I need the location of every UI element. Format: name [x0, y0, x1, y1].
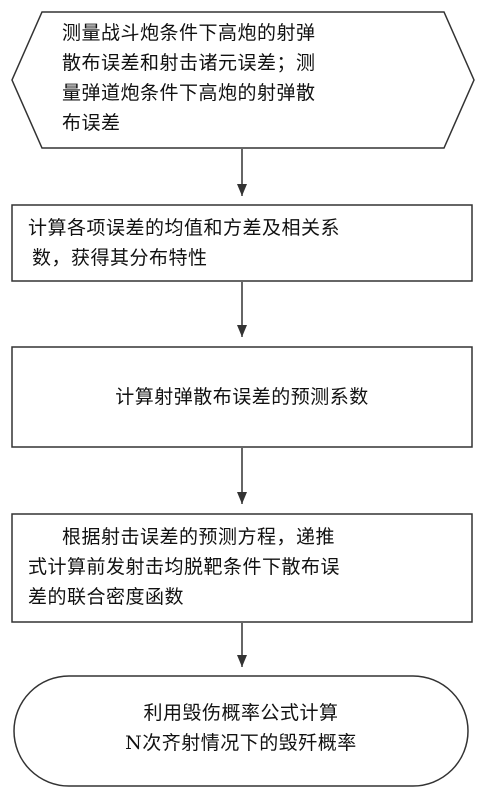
- step-4-line-2: 式计算前发射击均脱靶条件下散布误: [28, 556, 341, 578]
- step-3-text: 计算射弹散布误差的预测系数: [12, 382, 472, 412]
- step-5-line-1: 利用毁伤概率公式计算: [143, 702, 339, 724]
- step-4-line-3: 差的联合密度函数: [28, 586, 185, 608]
- step-3-rectangle-shape: [11, 346, 473, 448]
- step-4-text: 根据射击误差的预测方程，递推 式计算前发射击均脱靶条件下散布误 差的联合密度函数: [28, 522, 340, 612]
- step-2-rectangle-shape: [11, 204, 473, 282]
- step-5-terminal-shape: [13, 675, 469, 787]
- step-1-text: 测量战斗炮条件下高炮的射弹 散布误差和射击诸元误差；测 量弹道炮条件下高炮的射弹…: [62, 18, 316, 138]
- step-1-line-4: 布误差: [62, 112, 121, 134]
- step-4-rectangle-shape: [11, 513, 473, 623]
- step-2-line-2: 数，获得其分布特性: [32, 247, 208, 269]
- step-2-text: 计算各项误差的均值和方差及相关系 数，获得其分布特性: [28, 213, 340, 273]
- step-1-line-2: 散布误差和射击诸元误差；测: [62, 52, 316, 74]
- step-5-text: 利用毁伤概率公式计算 N次齐射情况下的毁歼概率: [14, 698, 468, 758]
- step-1-line-1: 测量战斗炮条件下高炮的射弹: [62, 22, 316, 44]
- step-4-line-1: 根据射击误差的预测方程，递推: [62, 526, 336, 548]
- step-3-line-1: 计算射弹散布误差的预测系数: [115, 386, 369, 408]
- step-1-line-3: 量弹道炮条件下高炮的射弹散: [62, 82, 316, 104]
- step-2-line-1: 计算各项误差的均值和方差及相关系: [28, 217, 341, 239]
- step-5-line-2: N次齐射情况下的毁歼概率: [125, 732, 357, 754]
- step-1-hexagon-shape: [11, 11, 475, 149]
